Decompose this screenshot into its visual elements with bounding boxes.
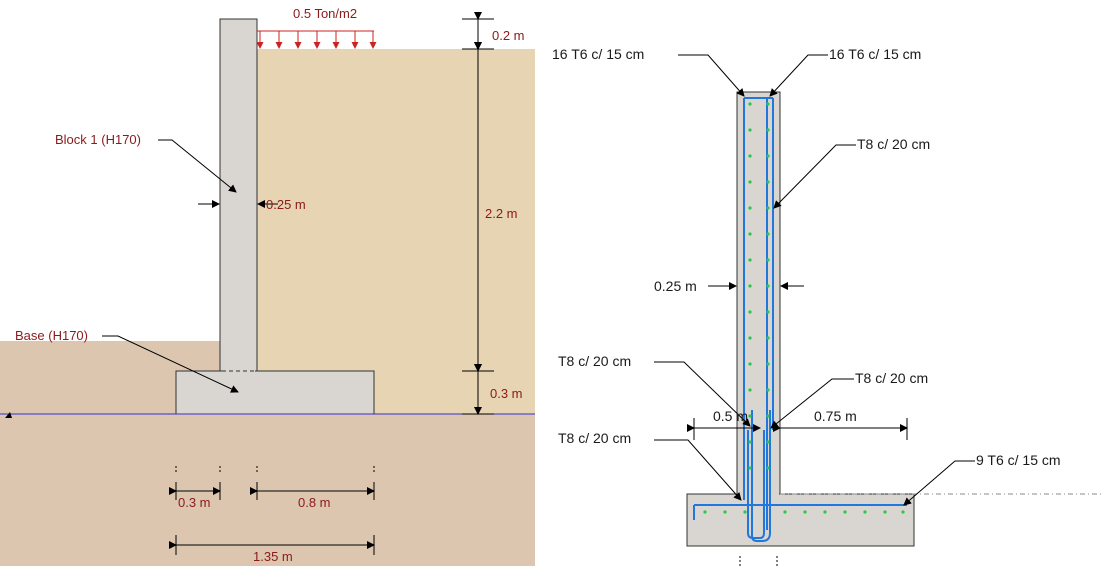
base-thickness-label: 0.3 m: [490, 386, 523, 401]
soil-backfill: [257, 49, 535, 414]
right-section: 16 T6 c/ 15 cm 16 T6 c/ 15 cm T8 c/ 20 c…: [552, 46, 1103, 566]
block-label: Block 1 (H170): [55, 132, 141, 147]
rc-wall-thickness-label: 0.25 m: [654, 278, 697, 294]
top-offset-label: 0.2 m: [492, 28, 525, 43]
base-width-label: 1.35 m: [253, 549, 293, 564]
rc-top-right-label: 16 T6 c/ 15 cm: [829, 46, 921, 62]
rc-starter-left-upper-label: T8 c/ 20 cm: [558, 353, 631, 369]
rc-base-rebar-label: 9 T6 c/ 15 cm: [976, 452, 1061, 468]
toe-label: 0.3 m: [178, 495, 211, 510]
rc-heel-label: 0.75 m: [814, 408, 857, 424]
rc-base: [686, 493, 915, 547]
heel-label: 0.8 m: [298, 495, 331, 510]
left-section: 0.5 Ton/m2 0.2 m 2.2 m 0.3 m 0.25 m Bloc…: [0, 6, 535, 566]
vertical-dimensions: [462, 12, 494, 415]
rc-stirrup-dots: [703, 102, 905, 514]
load-label: 0.5 Ton/m2: [293, 6, 357, 21]
base-leader: [102, 335, 239, 393]
base-dims: [169, 466, 375, 555]
surcharge-load: [256, 30, 377, 49]
wall-thickness-label: 0.25 m: [266, 197, 306, 212]
soil-ground: [0, 414, 535, 566]
wall-stem: [219, 18, 258, 372]
rc-base-dims: [687, 418, 908, 566]
rc-top-left-label: 16 T6 c/ 15 cm: [552, 46, 644, 62]
rc-toe-label: 0.5 m: [713, 408, 748, 424]
wall-height-label: 2.2 m: [485, 206, 518, 221]
rc-starter-left-lower-label: T8 c/ 20 cm: [558, 430, 631, 446]
block-leader: [158, 139, 237, 193]
ground-line-tick: [5, 412, 12, 418]
rc-vertical-rebar-label: T8 c/ 20 cm: [857, 136, 930, 152]
rc-starter-right-label: T8 c/ 20 cm: [855, 370, 928, 386]
rc-rebar: [693, 97, 907, 542]
base-label: Base (H170): [15, 328, 88, 343]
